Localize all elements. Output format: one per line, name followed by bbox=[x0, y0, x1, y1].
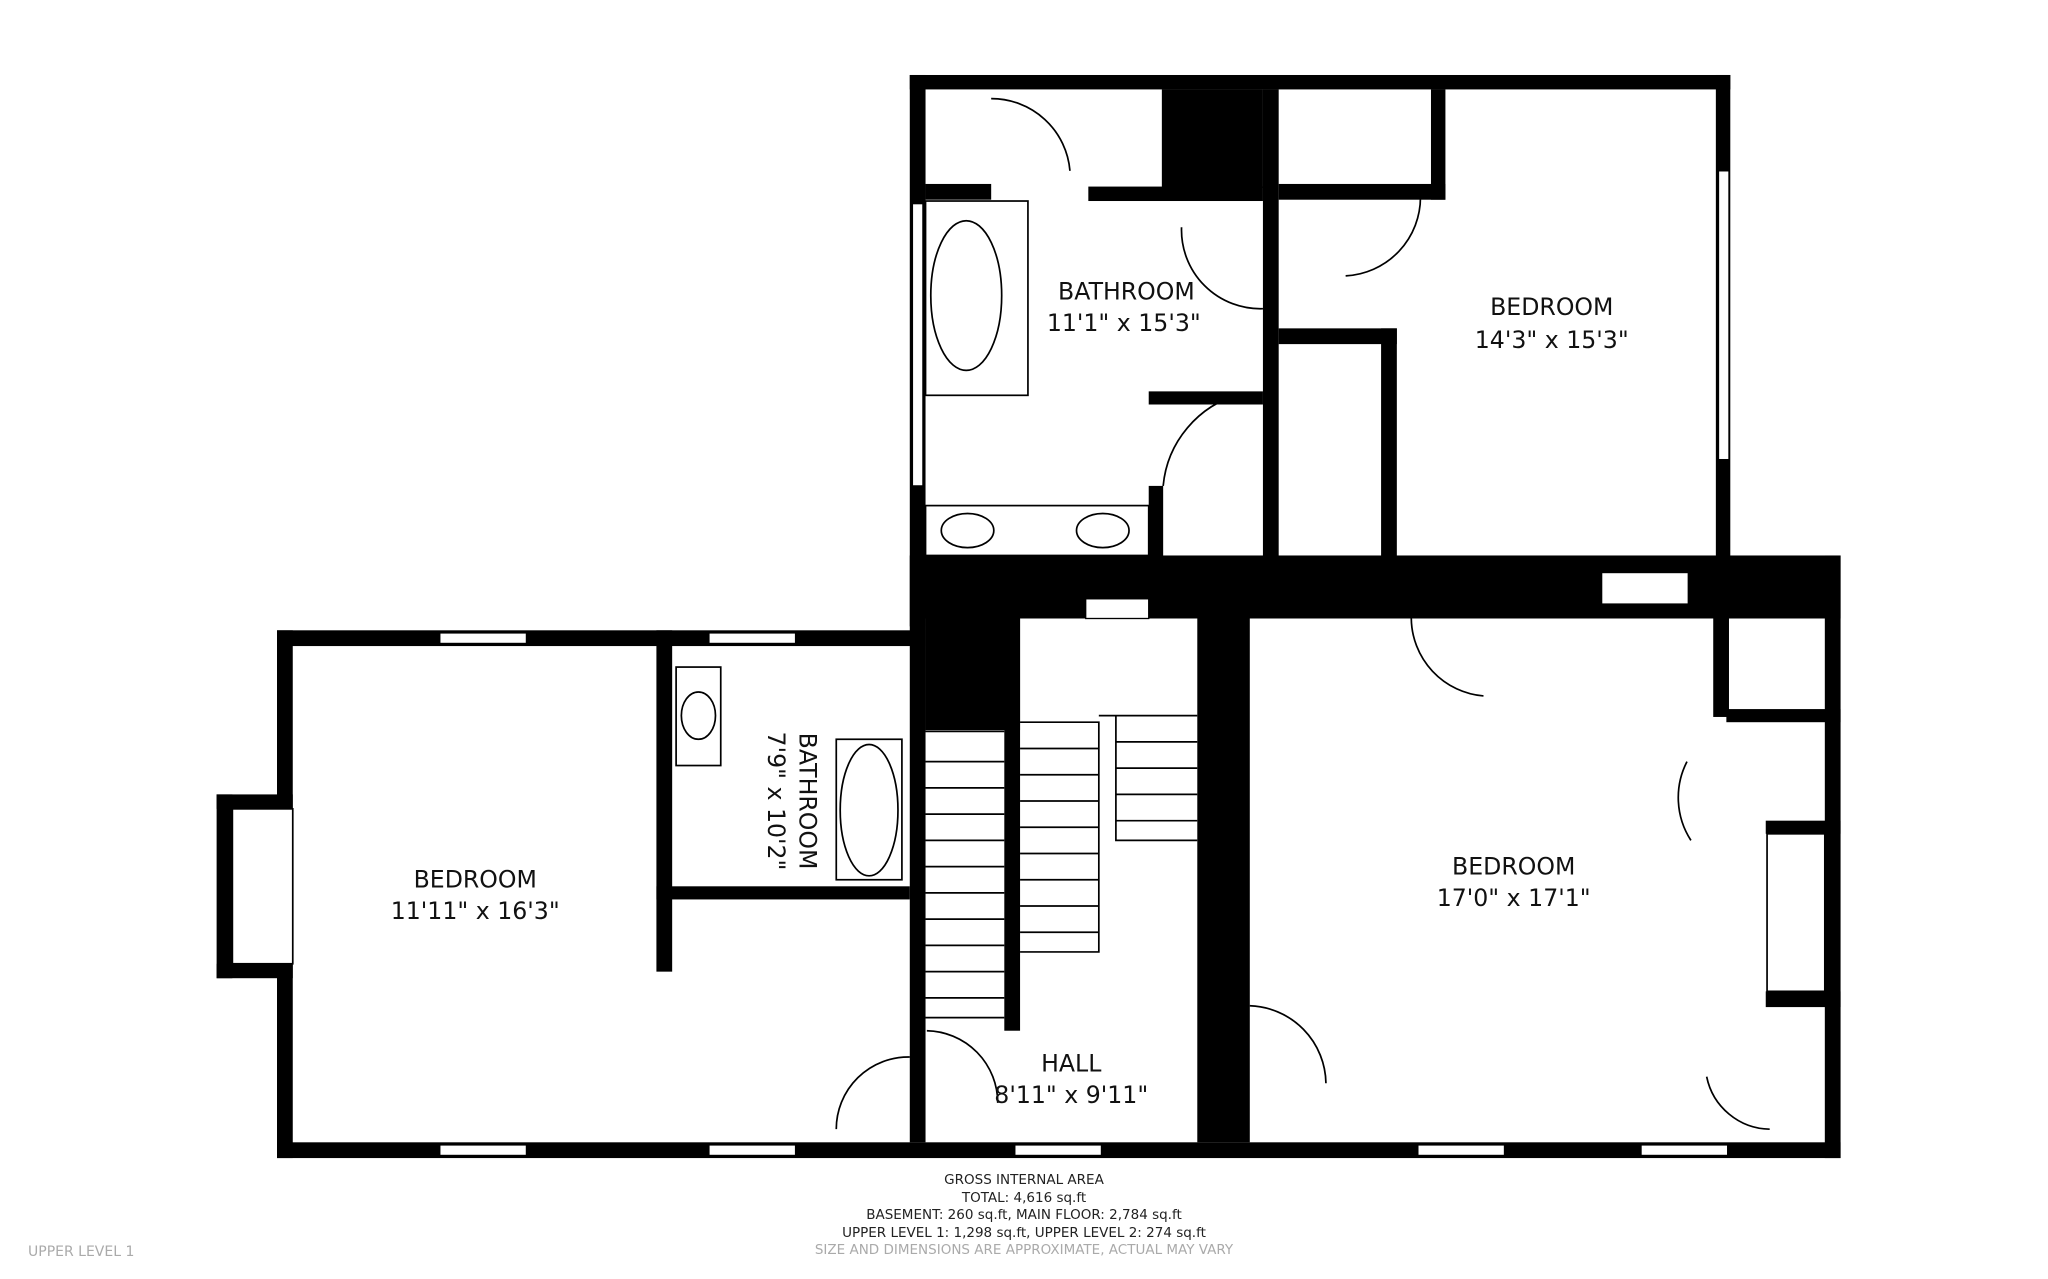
room-name: BEDROOM bbox=[1490, 293, 1613, 321]
fixtures bbox=[231, 97, 1826, 1157]
area-total: TOTAL: 4,616 sq.ft bbox=[961, 1189, 1087, 1206]
area-title: GROSS INTERNAL AREA bbox=[944, 1172, 1104, 1188]
area-summary: GROSS INTERNAL AREA TOTAL: 4,616 sq.ft B… bbox=[0, 1172, 2048, 1260]
room-size: 11'1" x 15'3" bbox=[1047, 309, 1201, 337]
room-name: BEDROOM bbox=[414, 866, 537, 894]
level-label: UPPER LEVEL 1 bbox=[28, 1244, 135, 1260]
area-note: SIZE AND DIMENSIONS ARE APPROXIMATE, ACT… bbox=[814, 1242, 1234, 1258]
area-line-2: UPPER LEVEL 1: 1,298 sq.ft, UPPER LEVEL … bbox=[842, 1224, 1206, 1241]
room-labels: BATHROOM 11'1" x 15'3" BEDROOM 14'3" x 1… bbox=[391, 277, 1629, 1108]
room-name: BATHROOM bbox=[794, 733, 822, 870]
room-name: HALL bbox=[1041, 1049, 1102, 1077]
room-size: 14'3" x 15'3" bbox=[1475, 326, 1629, 354]
room-size: 8'11" x 9'11" bbox=[994, 1081, 1148, 1109]
area-line-1: BASEMENT: 260 sq.ft, MAIN FLOOR: 2,784 s… bbox=[866, 1207, 1182, 1223]
room-size: 17'0" x 17'1" bbox=[1437, 884, 1591, 912]
room-name: BATHROOM bbox=[1058, 277, 1195, 305]
room-size: 11'11" x 16'3" bbox=[391, 897, 560, 925]
room-size: 7'9" x 10'2" bbox=[762, 732, 790, 871]
room-name: BEDROOM bbox=[1452, 852, 1575, 880]
